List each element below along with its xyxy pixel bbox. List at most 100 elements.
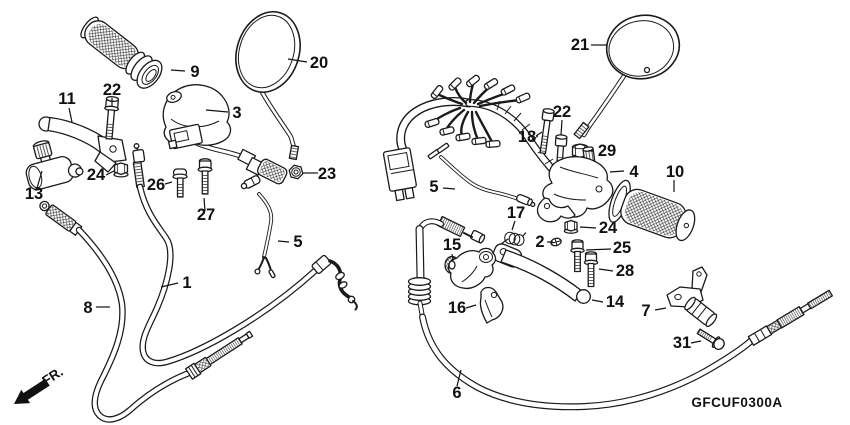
callout-22-left-label: 22 xyxy=(103,81,121,99)
part-cable-6 xyxy=(407,215,834,411)
callout-18: 18 xyxy=(518,128,543,146)
callout-23: 23 xyxy=(303,165,336,183)
part-bolt-26 xyxy=(172,168,188,198)
callout-27-label: 27 xyxy=(197,206,215,224)
callout-8: 8 xyxy=(83,299,110,317)
callout-1-label: 1 xyxy=(182,274,191,292)
cable-6-adjuster xyxy=(747,289,834,346)
callout-5-right: 5 xyxy=(429,178,456,196)
part-cable-8 xyxy=(39,200,254,423)
part-switch-housing-left xyxy=(162,84,288,185)
callout-24-right-label: 24 xyxy=(599,219,618,237)
part-nut-23 xyxy=(288,164,304,180)
callout-22-right: 22 xyxy=(553,103,571,136)
callout-29-label: 29 xyxy=(598,142,616,160)
callout-22-left: 22 xyxy=(103,81,121,106)
part-mirror-left xyxy=(235,11,301,161)
callout-28-label: 28 xyxy=(616,262,634,280)
callout-18-label: 18 xyxy=(518,128,536,146)
callout-21: 21 xyxy=(571,36,607,54)
part-wire-5-left xyxy=(240,175,276,279)
part-grip-right xyxy=(608,179,696,242)
connector-knurled xyxy=(256,158,288,185)
callout-31-label: 31 xyxy=(673,334,691,352)
callout-3: 3 xyxy=(205,104,242,122)
callout-7: 7 xyxy=(641,302,667,320)
callout-11-label: 11 xyxy=(58,90,75,108)
callout-26: 26 xyxy=(147,176,173,194)
part-bolt-31 xyxy=(696,328,725,351)
callout-20-label: 20 xyxy=(310,54,328,72)
cable-8-adjuster xyxy=(184,330,254,380)
callout-24-left-label: 24 xyxy=(87,166,106,184)
callout-5-left-label: 5 xyxy=(293,233,302,251)
callout-20: 20 xyxy=(287,54,328,72)
callout-15-label: 15 xyxy=(443,236,461,254)
callout-7-label: 7 xyxy=(641,302,650,320)
callout-6: 6 xyxy=(452,369,462,402)
callout-13-label: 13 xyxy=(25,185,43,203)
callout-5-right-label: 5 xyxy=(429,178,438,196)
callout-26-label: 26 xyxy=(147,176,165,194)
part-switch-13 xyxy=(25,140,84,191)
fr-direction-arrow: FR. xyxy=(14,364,66,404)
part-cable-1 xyxy=(132,143,358,367)
callout-14-label: 14 xyxy=(606,293,625,311)
part-mirror-right xyxy=(573,14,681,140)
part-wire-5-right xyxy=(427,142,536,208)
callout-10: 10 xyxy=(666,163,684,192)
part-nut-24-right xyxy=(563,219,579,234)
part-clip-2 xyxy=(550,237,562,247)
part-bolt-27 xyxy=(197,158,213,195)
callout-9: 9 xyxy=(170,63,200,81)
callout-17-label: 17 xyxy=(507,204,525,222)
callout-4-label: 4 xyxy=(629,163,639,181)
callout-21-label: 21 xyxy=(571,36,589,54)
callout-16-label: 16 xyxy=(448,299,466,317)
callout-22-right-label: 22 xyxy=(553,103,571,121)
callout-25-label: 25 xyxy=(613,239,631,257)
callout-2-label: 2 xyxy=(535,233,544,251)
part-wire-harness xyxy=(382,74,563,202)
callout-2: 2 xyxy=(535,233,553,251)
callout-17: 17 xyxy=(507,204,525,231)
callout-10-label: 10 xyxy=(666,163,684,181)
callouts-layer: 9 20 3 11 22 24 13 26 27 23 5 1 8 21 18 … xyxy=(25,36,702,402)
diagram-code: GFCUF0300A xyxy=(691,395,782,410)
callout-28: 28 xyxy=(598,262,634,280)
harness-terminals xyxy=(424,74,531,149)
mirror-left-glass xyxy=(235,11,301,93)
part-bolt-22-left xyxy=(104,96,120,140)
mirror-right-glass xyxy=(605,14,681,80)
part-bolt-28 xyxy=(583,251,599,288)
callout-11: 11 xyxy=(58,90,76,123)
callout-1: 1 xyxy=(160,274,192,292)
harness-connector xyxy=(382,147,417,202)
part-bracket-16 xyxy=(479,286,504,324)
callout-4: 4 xyxy=(609,163,639,181)
part-clamp-7 xyxy=(666,266,718,328)
part-switch-housing-right xyxy=(536,146,614,223)
callout-9-label: 9 xyxy=(190,63,199,81)
callout-16: 16 xyxy=(448,299,477,317)
part-throttle-grip-left xyxy=(80,16,163,89)
callout-31: 31 xyxy=(673,334,702,352)
callout-14: 14 xyxy=(591,293,625,311)
part-lever-right xyxy=(492,243,591,304)
callout-27: 27 xyxy=(197,197,215,224)
callout-3-label: 3 xyxy=(232,104,241,122)
cable-1-elbow-fitting xyxy=(311,254,332,274)
callout-8-label: 8 xyxy=(83,299,92,317)
callout-23-label: 23 xyxy=(318,165,336,183)
callout-29: 29 xyxy=(589,142,616,160)
callout-25: 25 xyxy=(585,239,631,257)
part-bolt-18 xyxy=(539,108,555,155)
part-lever-left xyxy=(38,116,127,173)
callout-6-label: 6 xyxy=(452,384,461,402)
callout-13: 13 xyxy=(25,170,43,203)
part-bolt-25 xyxy=(570,239,585,273)
part-nut-24-left xyxy=(113,162,129,178)
callout-5-left: 5 xyxy=(277,233,303,251)
